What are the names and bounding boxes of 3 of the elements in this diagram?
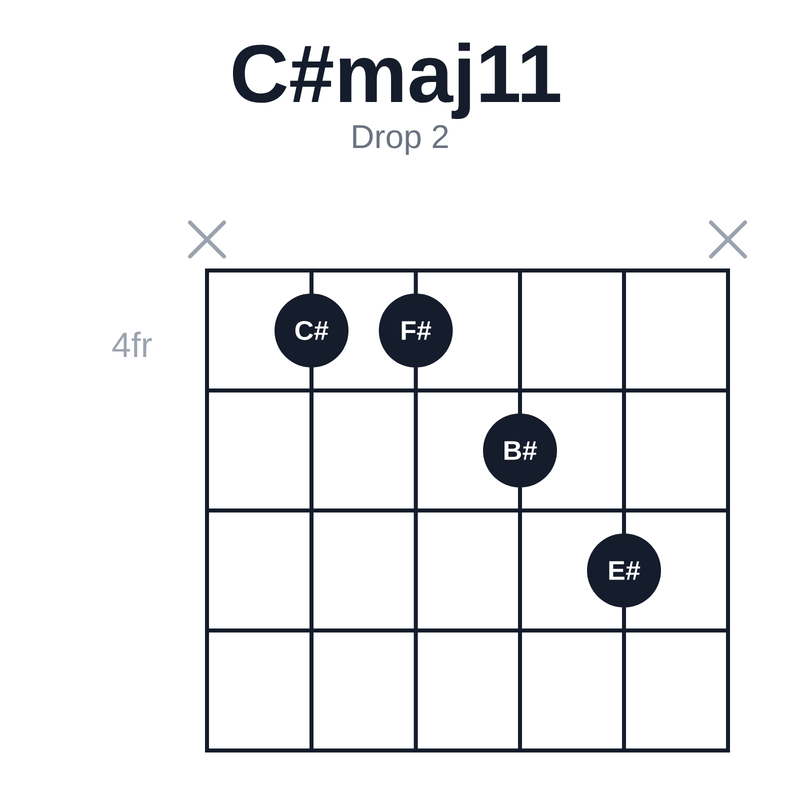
subtitle: Drop 2: [353, 124, 448, 155]
fret-number: 4fr: [112, 332, 152, 357]
title: C#maj11: [232, 42, 560, 120]
